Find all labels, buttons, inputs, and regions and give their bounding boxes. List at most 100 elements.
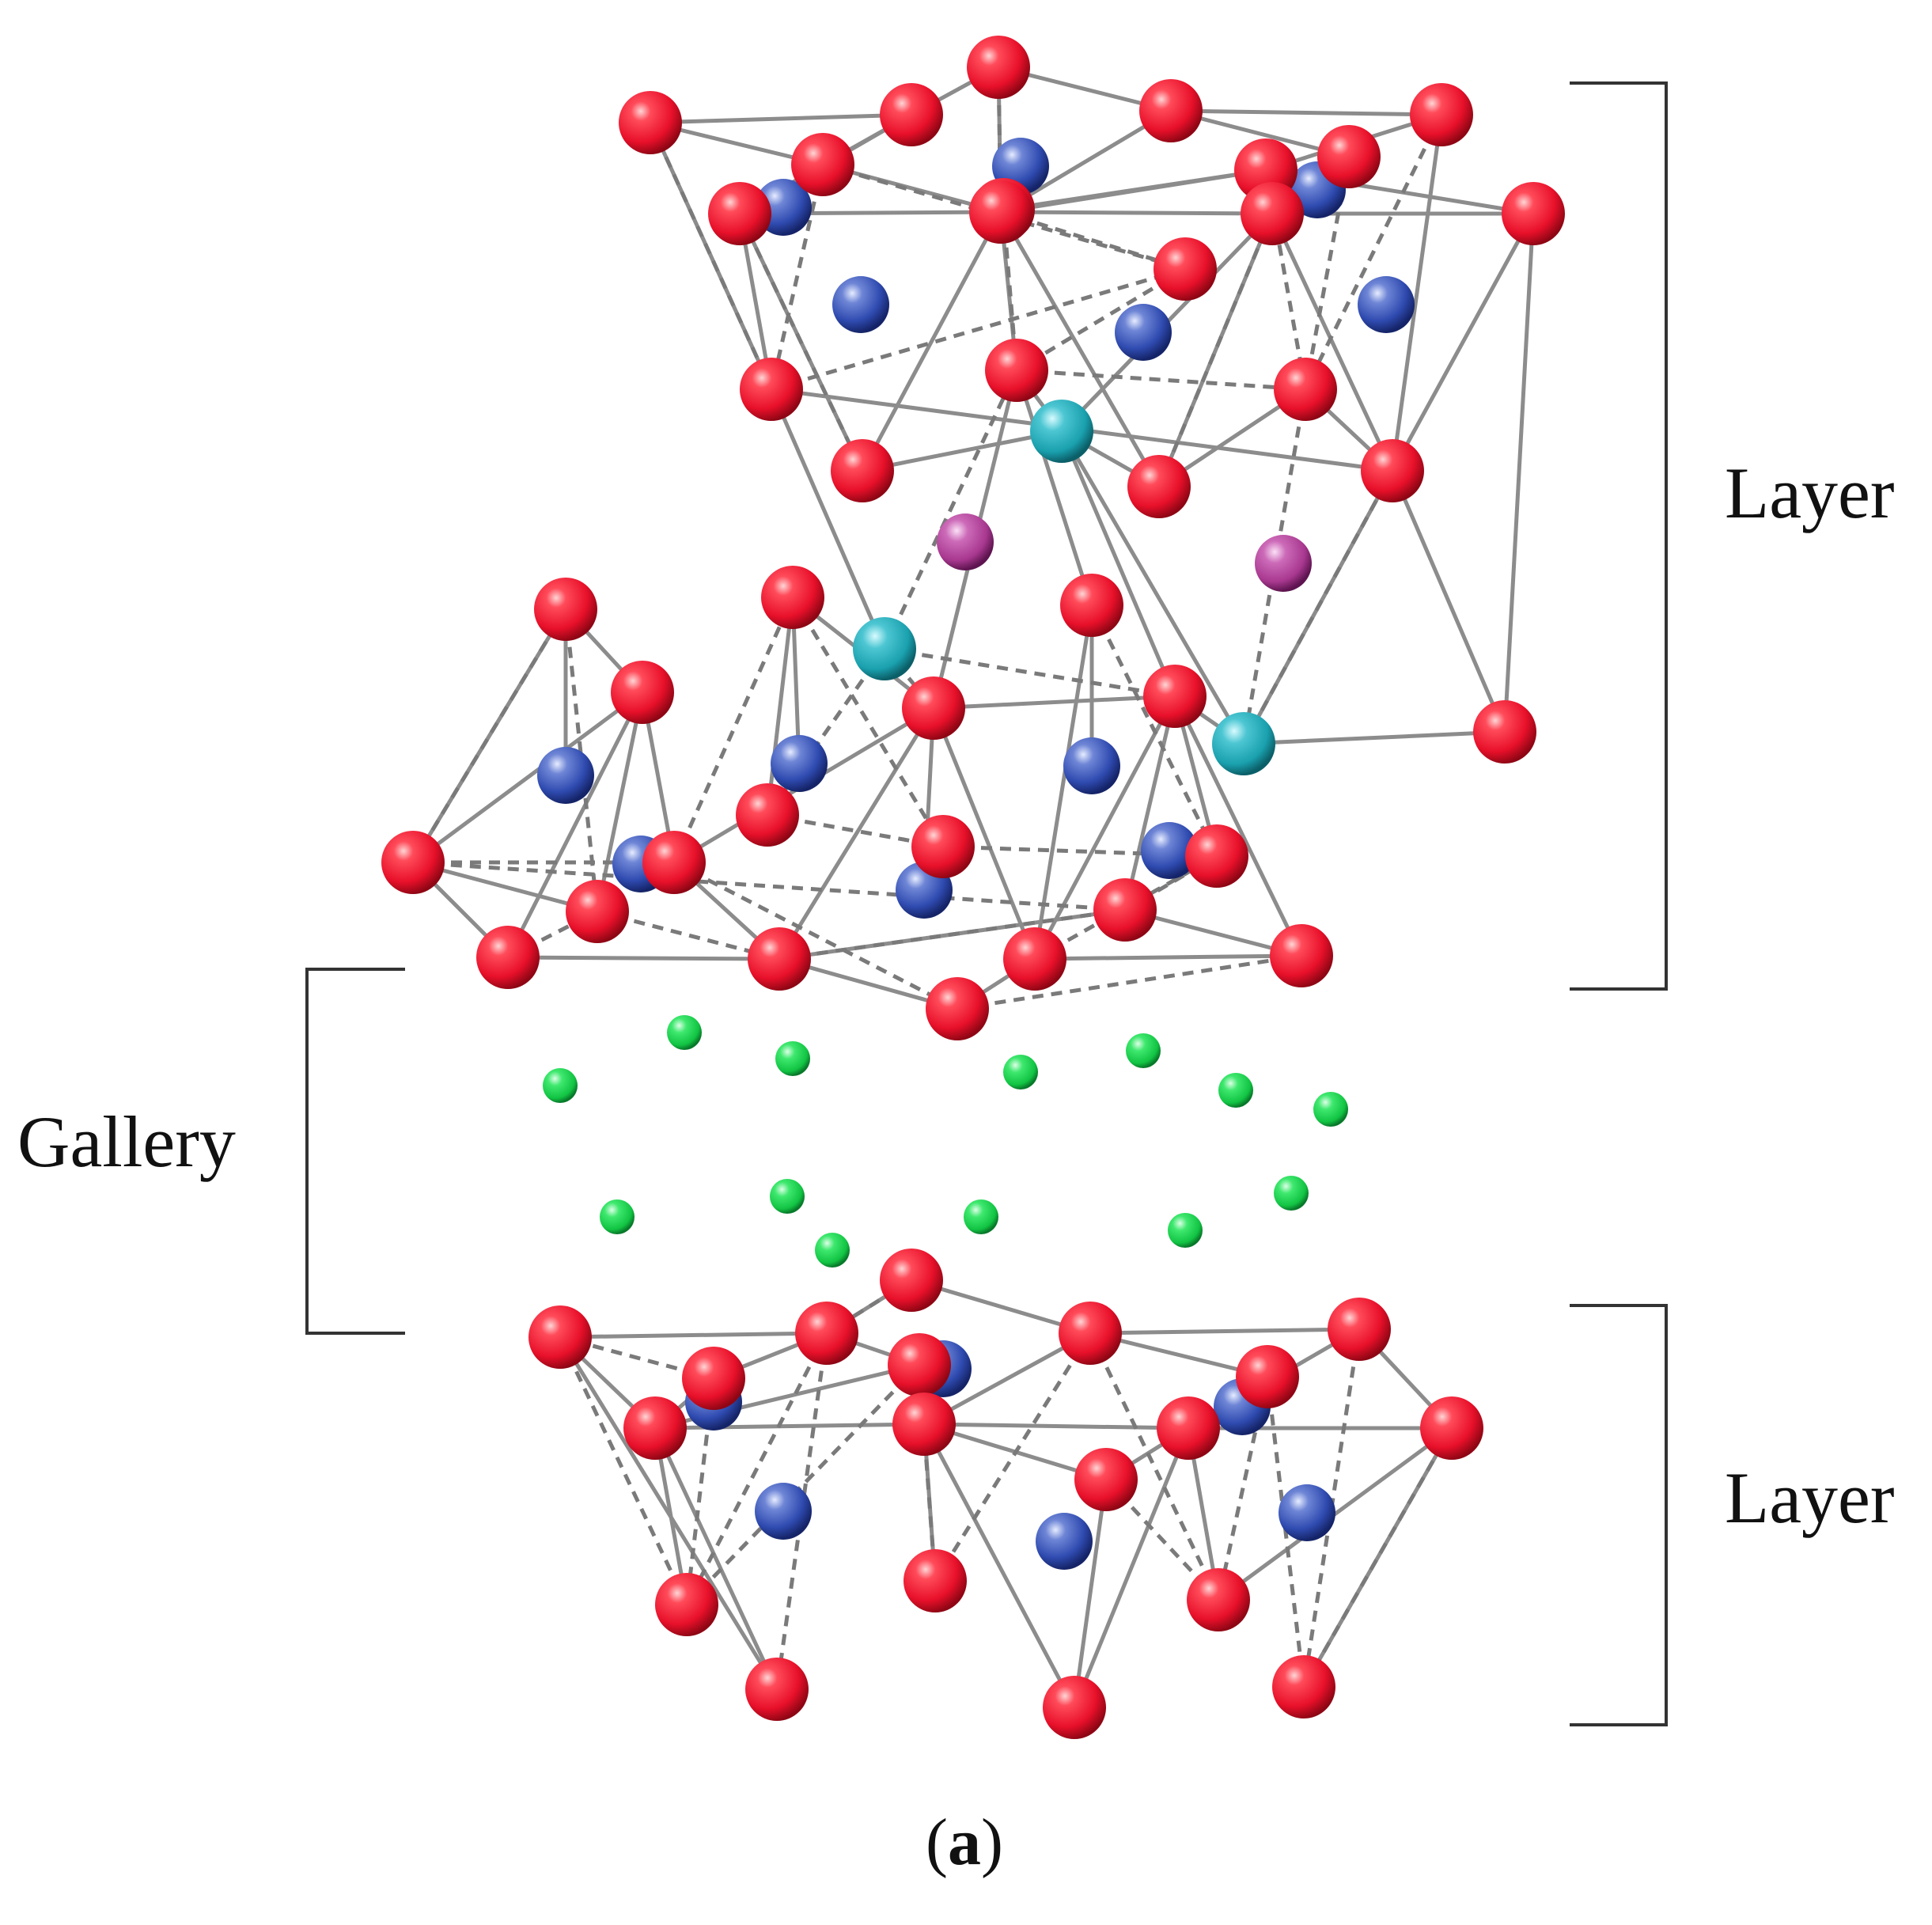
bond (933, 1332, 1093, 1582)
caption-close: ) (980, 1806, 1003, 1879)
oxygen-atom (655, 1573, 718, 1636)
gallery-label: Gallery (17, 1101, 236, 1182)
oxygen-atom (1241, 182, 1304, 245)
bond (1089, 1327, 1360, 1336)
bond (654, 1422, 925, 1430)
bond (1059, 430, 1246, 745)
oxygen-atom (476, 926, 540, 989)
oxygen-atom (1473, 700, 1536, 764)
oxygen-atom (903, 1549, 967, 1612)
oxygen-atom (1420, 1396, 1483, 1460)
oxygen-atom (902, 676, 965, 740)
caption-letter: a (947, 1806, 981, 1879)
oxygen-atom (736, 783, 799, 847)
metal-atom (1036, 1513, 1093, 1570)
bond (1390, 114, 1444, 472)
oxygen-atom (611, 661, 674, 724)
interlayer-species (1003, 1055, 1038, 1089)
metal-atom (771, 735, 828, 792)
interlayer-species (1274, 1176, 1309, 1211)
bond (931, 707, 1037, 960)
oxygen-atom (969, 180, 1032, 244)
cyan-atom (1212, 712, 1275, 775)
oxygen-atom (1410, 83, 1473, 146)
oxygen-atom (566, 880, 629, 943)
bond (559, 1331, 828, 1340)
metal-atom (1141, 822, 1198, 879)
oxygen-atom (795, 1302, 858, 1365)
bond (1089, 604, 1219, 858)
bond (412, 860, 598, 914)
metal-atom (537, 747, 594, 804)
interlayer-species (770, 1179, 805, 1214)
bond (1123, 695, 1177, 911)
figure-caption: (a) (926, 1804, 1003, 1881)
oxygen-atom (880, 83, 943, 146)
bond (1301, 1427, 1454, 1688)
cyan-atom (1030, 400, 1093, 463)
bond (558, 1336, 689, 1606)
oxygen-atom (740, 358, 803, 421)
bond (884, 646, 1176, 699)
metal-atom (1115, 304, 1172, 361)
layer-top-label: Layer (1725, 453, 1895, 533)
magenta-atom (1255, 535, 1312, 592)
bond (648, 121, 774, 391)
bond (411, 608, 568, 864)
bond (777, 707, 936, 961)
bond (957, 953, 1302, 1011)
oxygen-atom (534, 578, 597, 641)
bond (1000, 210, 1273, 216)
metal-atom (1358, 276, 1415, 333)
oxygen-atom (831, 439, 894, 502)
oxygen-atom (1157, 1396, 1220, 1460)
interlayer-species (815, 1233, 850, 1268)
bond (1015, 267, 1187, 373)
oxygen-atom (892, 1393, 956, 1456)
bond (1034, 953, 1302, 961)
caption-open: ( (926, 1806, 948, 1879)
bond (412, 860, 1126, 912)
interlayer-species (600, 1199, 635, 1234)
oxygen-atom (381, 831, 445, 894)
bond (684, 1332, 829, 1606)
oxygen-atom (748, 927, 811, 991)
metal-atom (832, 276, 889, 333)
interlayer-species (964, 1199, 998, 1234)
bond (1032, 695, 1177, 961)
oxygen-atom (1003, 927, 1066, 991)
bond (411, 690, 644, 865)
oxygen-atom (1317, 125, 1381, 188)
oxygen-atom (1143, 665, 1207, 728)
interlayer-species (775, 1041, 810, 1076)
bond (882, 369, 1019, 650)
bond (862, 429, 1063, 473)
oxygen-atom (623, 1396, 687, 1460)
bond (672, 596, 795, 864)
metal-atom (1063, 737, 1120, 794)
layer-top-bracket (1570, 81, 1668, 991)
oxygen-atom (1236, 1345, 1299, 1408)
oxygen-atom (1185, 824, 1248, 888)
oxygen-atom (1361, 439, 1424, 502)
oxygen-atom (1154, 237, 1217, 301)
oxygen-atom (1139, 79, 1203, 142)
bond (1000, 168, 1267, 214)
bond (822, 162, 1186, 271)
bond (1032, 604, 1094, 960)
bond (1059, 430, 1177, 697)
bond (1241, 469, 1395, 745)
bond (650, 112, 912, 125)
oxygen-atom (1043, 1676, 1106, 1739)
bond (1000, 210, 1186, 271)
bond (769, 388, 887, 650)
magenta-atom (937, 513, 994, 570)
bond (507, 955, 780, 961)
oxygen-atom (1502, 182, 1565, 245)
bond (1016, 368, 1306, 392)
oxygen-atom (1187, 1568, 1250, 1631)
oxygen-atom (791, 133, 854, 196)
bond (778, 908, 1126, 961)
gallery-bracket (305, 968, 405, 1335)
